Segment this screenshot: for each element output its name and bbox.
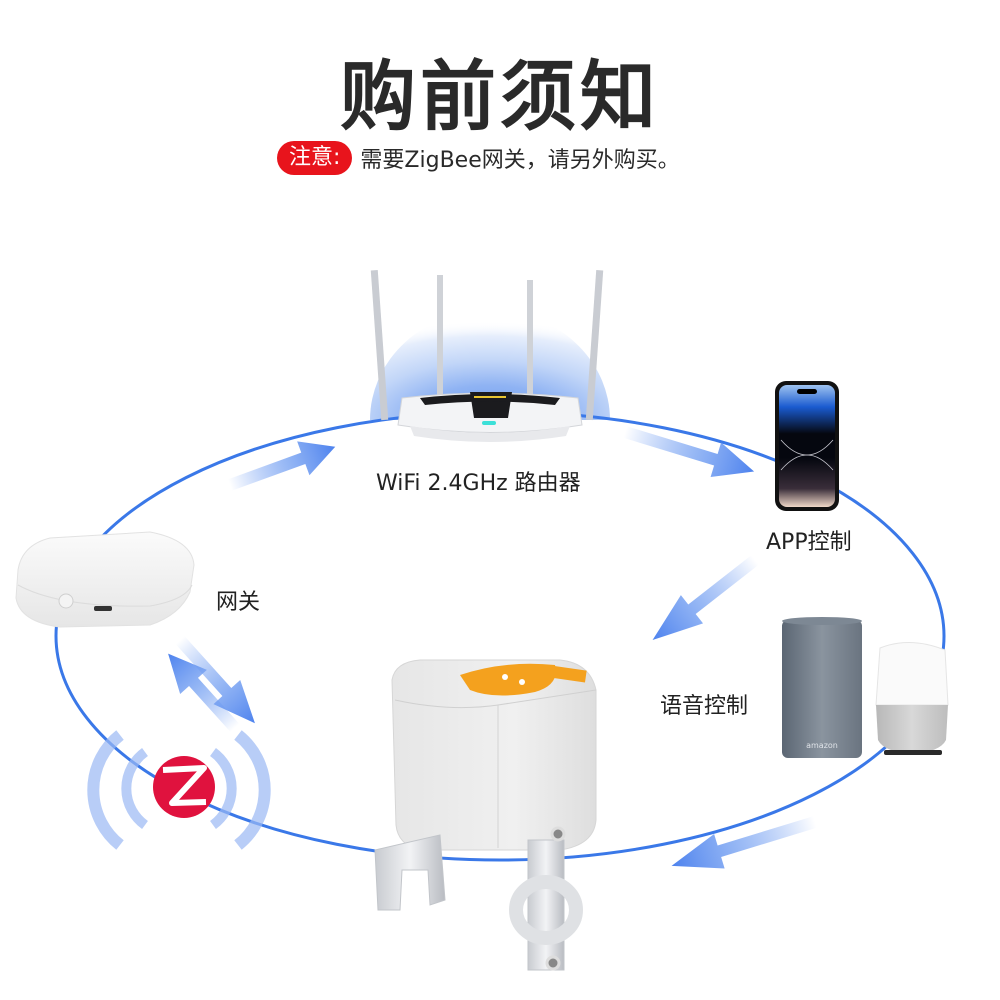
arrow-gateway-to-router [227, 441, 336, 491]
arrow-phone-to-valve [652, 555, 759, 641]
page-title: 购前须知 [340, 52, 660, 141]
arrow-router-to-phone [623, 426, 755, 477]
zigbee-signal-icon [87, 730, 271, 850]
svg-text:amazon: amazon [806, 741, 838, 750]
smartphone-icon [775, 381, 839, 511]
notice-line: 注意: 需要ZigBee网关，请另外购买。 [277, 138, 680, 178]
phone-label: APP控制 [766, 530, 852, 555]
zigbee-gateway-icon [15, 531, 195, 628]
notice-text: 需要ZigBee网关，请另外购买。 [360, 148, 680, 173]
arrow-zigbee-to-gateway [168, 653, 240, 733]
notice-badge: 注意: [277, 141, 353, 175]
arrow-gateway-to-zigbee [175, 635, 255, 724]
voice-control-label: 语音控制 [660, 694, 749, 719]
arrow-speaker-to-valve [671, 816, 817, 869]
router-icon [370, 269, 604, 442]
wifi-signal-glow [370, 310, 610, 420]
gateway-label: 网关 [216, 590, 261, 615]
router-label: WiFi 2.4GHz 路由器 [376, 471, 581, 496]
smart-valve-icon [374, 659, 597, 971]
smart-speakers-icon: amazon [782, 617, 949, 758]
